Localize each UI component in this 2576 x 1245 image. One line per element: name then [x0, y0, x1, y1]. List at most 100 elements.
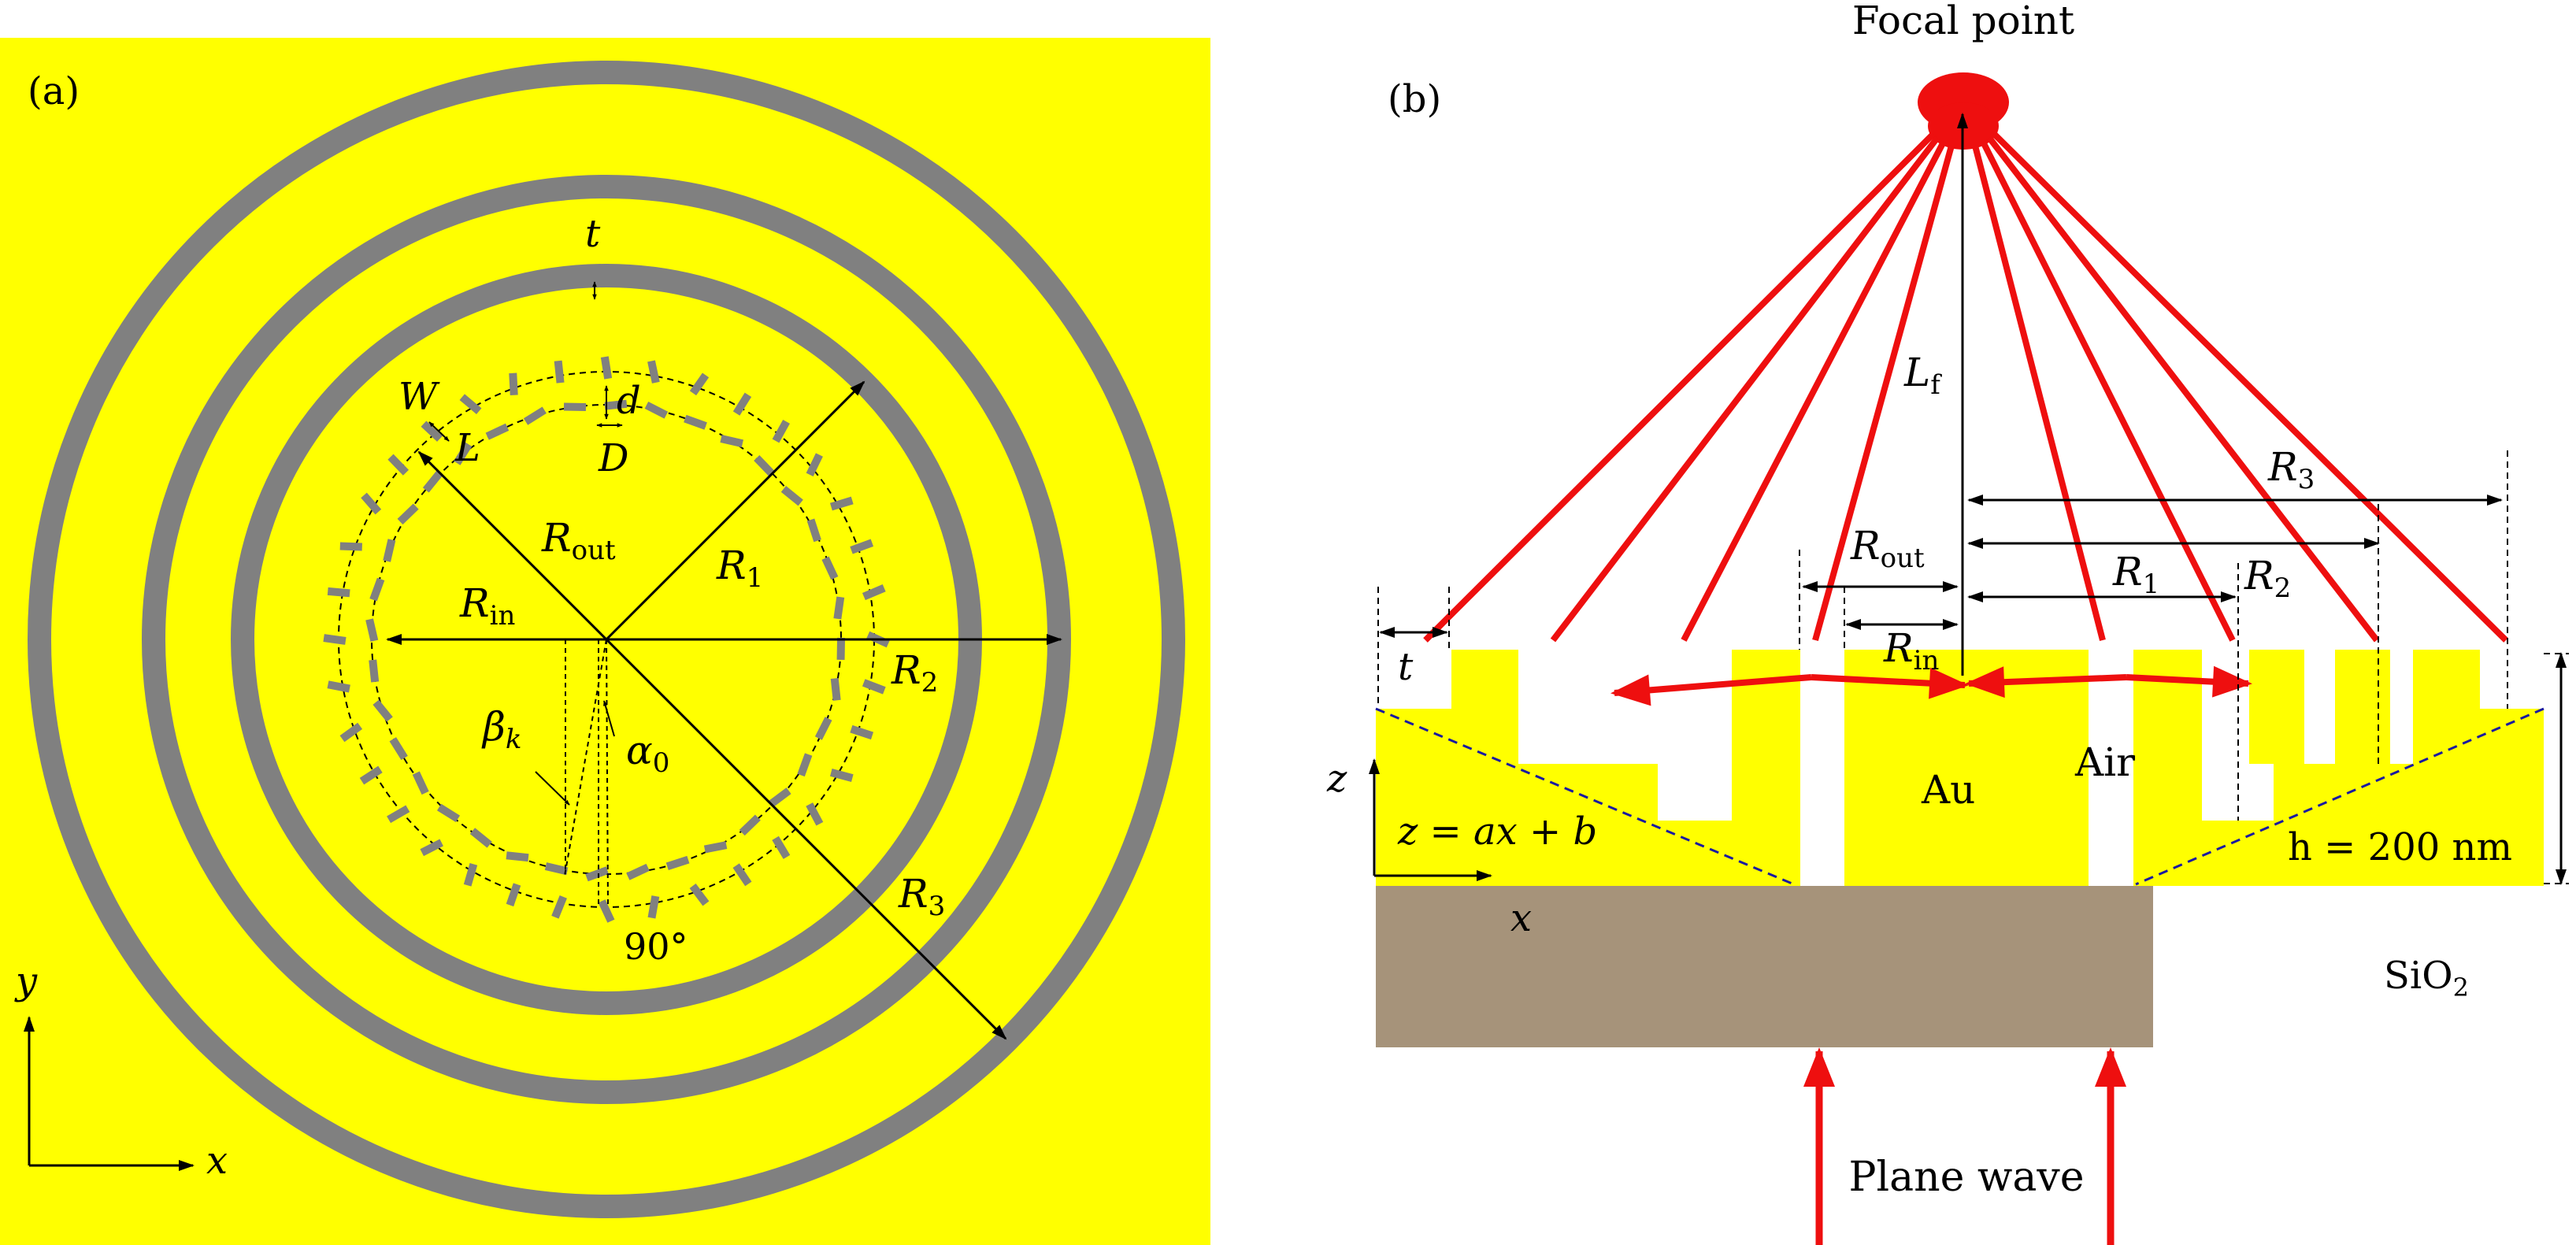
nanoslit-inner	[469, 828, 492, 848]
nanoslit-inner	[604, 399, 628, 410]
nanoslit-inner	[389, 737, 408, 761]
nanoslit-inner	[506, 851, 529, 862]
ray-8	[1992, 132, 2508, 643]
label-r3-b: R3	[2267, 444, 2315, 495]
ring-r3	[28, 61, 1185, 1218]
nanoslit-inner	[369, 659, 380, 683]
ray-7	[1986, 135, 2380, 643]
nanoslit-outer	[647, 360, 660, 384]
nanoslit-outer	[862, 584, 886, 601]
nanoslit-inner	[369, 577, 385, 602]
label-ninety-degrees: 90°	[624, 925, 688, 968]
nanoslit-outer	[327, 680, 350, 693]
label-r1: R1	[716, 543, 763, 594]
nanoslit-inner	[485, 423, 510, 440]
nanoslit-outer	[732, 863, 752, 887]
nanoslit-outer	[806, 802, 824, 826]
sio2-substrate-right	[1759, 886, 2153, 1047]
nanoslit-inner	[720, 435, 743, 448]
nanoslit-outer	[772, 420, 790, 443]
alpha-slanted-line	[606, 639, 609, 908]
spp-arrow-right-inner	[1965, 666, 2127, 698]
beta-pointer-arrow	[535, 771, 570, 806]
ray-6	[1980, 140, 2236, 642]
focal-point-label: Focal point	[1852, 0, 2074, 43]
label-r3: R3	[898, 871, 945, 922]
nanoslit-inner	[769, 787, 791, 807]
ray-5	[1972, 145, 2106, 641]
x-axis-label: x	[206, 1139, 228, 1183]
gold-tooth-r3	[2249, 650, 2304, 764]
label-r-in: Rin	[459, 580, 515, 632]
nanoslit-inner	[412, 771, 429, 795]
nanoslit-inner	[523, 406, 547, 425]
nanoslit-inner	[703, 841, 728, 854]
slope-equation: z = ax + b	[1397, 810, 1597, 854]
gold-grating-left	[1376, 650, 1800, 886]
nanoslit-inner	[626, 863, 650, 880]
nanoslit-inner	[814, 717, 832, 740]
nanoslit-outer	[463, 862, 478, 887]
nanoslit-outer	[772, 836, 791, 859]
panel-a: (a) t W L d D Rout Rin R1 R2 R3 βk α0 90…	[0, 38, 1210, 1245]
beta-slanted-line	[564, 639, 607, 876]
nanoslit-inner	[383, 539, 396, 562]
label-r1-b: R1	[2112, 549, 2159, 600]
nanoslit-inner	[563, 402, 587, 411]
label-L: L	[454, 426, 480, 470]
nanoslit-inner	[422, 470, 443, 493]
nanoslit-outer	[551, 895, 567, 919]
label-t: t	[585, 212, 601, 256]
spp-arrow-right-outer	[2126, 665, 2252, 698]
nanoslit-inner	[365, 618, 379, 642]
label-alpha: α0	[626, 728, 669, 779]
nanoslit-inner	[436, 803, 461, 823]
alpha-pointer-arrow	[603, 700, 615, 737]
x-axis-label-b: x	[1510, 896, 1532, 940]
nanoslit-outer	[689, 372, 710, 396]
nanoslit-outer	[339, 542, 362, 551]
gold-film-background	[0, 38, 1210, 1245]
slope-line-left	[1375, 707, 1795, 886]
nanoslit-inner	[739, 814, 761, 836]
nanoslit-inner	[373, 699, 393, 722]
panel-a-label: (a)	[28, 69, 80, 113]
nanoslit-inner	[544, 862, 569, 876]
label-r2: R2	[891, 647, 938, 698]
nanoslit-outer	[600, 356, 613, 380]
label-lf: Lf	[1903, 350, 1942, 401]
nanoslit-inner	[454, 442, 473, 465]
nanoslit-outer	[829, 769, 854, 782]
ray-1	[1423, 132, 1936, 643]
label-r-out-b: Rout	[1850, 523, 1925, 574]
nanoslit-outer	[420, 839, 443, 857]
nanoslit-inner	[797, 753, 813, 777]
z-axis-label: z	[1326, 757, 1347, 801]
nanoslit-outer	[829, 496, 854, 511]
r-out-arrow	[417, 450, 608, 641]
nanoslit-inner	[833, 596, 845, 620]
label-d: d	[617, 379, 641, 423]
r1-arrow	[605, 380, 865, 641]
panel-b: Focal point (b) Lf R3 Rout R1 R2 Rin t z…	[1326, 0, 2569, 1245]
nanoslit-outer	[554, 360, 565, 384]
label-air: Air	[2074, 739, 2135, 785]
nanoslit-inner	[585, 866, 609, 882]
slope-line-right	[2135, 707, 2544, 886]
nanoslit-inner	[754, 455, 775, 477]
nanoslit-outer	[862, 679, 886, 695]
nanoslit-outer	[361, 492, 382, 515]
label-t-b: t	[1398, 645, 1414, 689]
y-axis-label: y	[14, 959, 38, 1003]
nanoslit-inner	[665, 855, 690, 870]
label-sio2: SiO2	[2384, 954, 2469, 1002]
label-r-out: Rout	[541, 515, 616, 566]
nanoslit-outer	[387, 805, 410, 824]
nanoslit-inner	[684, 414, 707, 430]
W-dimension-arrow	[428, 421, 450, 442]
label-r-in-b: Rin	[1883, 625, 1939, 676]
nanoslit-inner	[644, 401, 669, 419]
nanoslit-outer	[598, 899, 615, 923]
nanoslit-inner	[780, 486, 803, 506]
sio2-substrate	[1376, 886, 1759, 1047]
